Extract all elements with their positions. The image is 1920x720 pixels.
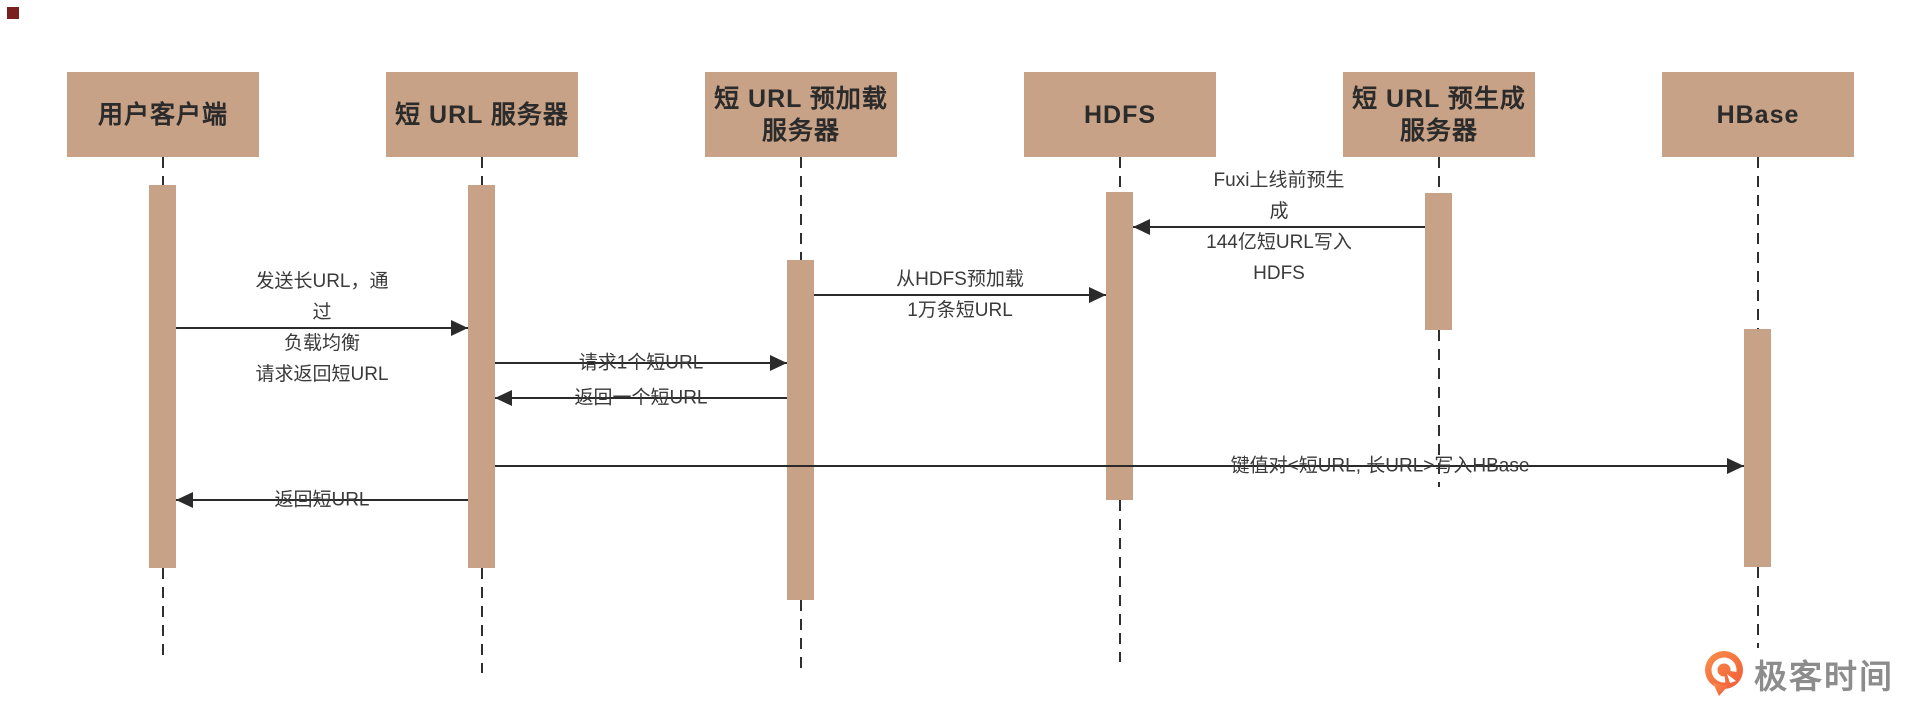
activation-bar-preload-server (787, 260, 814, 600)
message-label: 请求1个短URL (578, 352, 704, 374)
activation-bar-shorturl-server (468, 185, 495, 568)
participant-box-pregen-server: 短 URL 预生成 服务器 (1343, 72, 1535, 157)
lifeline-preload-server-top (800, 157, 802, 260)
message-label: 返回一个短URL (574, 387, 708, 409)
participant-box-hdfs: HDFS (1024, 72, 1216, 157)
message-label: 发送长URL，通过 负载均衡 请求返回短URL (255, 271, 389, 385)
arrowhead-right-icon (451, 320, 468, 336)
message-label: 键值对<短URL, 长URL>写入HBase (1230, 455, 1530, 477)
activation-bar-pregen-server (1425, 193, 1452, 330)
message-client-to-server: 发送长URL，通过 负载均衡 请求返回短URL (176, 271, 468, 385)
lifeline-hbase-top (1757, 157, 1759, 329)
message-pregen-to-hdfs: Fuxi上线前预生成 144亿短URL写入HDFS (1133, 170, 1425, 284)
arrowhead-right-icon (770, 355, 787, 371)
lifeline-hdfs-bottom (1119, 500, 1121, 662)
message-request-one-shorturl: 请求1个短URL (495, 353, 787, 374)
arrowhead-right-icon (1089, 287, 1106, 303)
lifeline-pregen-server-bottom (1438, 330, 1440, 487)
message-label: Fuxi上线前预生成 144亿短URL写入HDFS (1206, 170, 1352, 284)
arrowhead-left-icon (495, 390, 512, 406)
arrowhead-left-icon (176, 492, 193, 508)
lifeline-shorturl-server-top (481, 157, 483, 186)
activation-bar-hbase (1744, 329, 1771, 567)
arrowhead-left-icon (1133, 219, 1150, 235)
lifeline-hbase-bottom (1757, 567, 1759, 648)
geektime-pin-icon (1705, 651, 1743, 696)
activation-bar-user-client (149, 185, 176, 568)
corner-marker (7, 7, 19, 19)
participant-box-user-client: 用户客户端 (67, 72, 259, 157)
activation-bar-hdfs (1106, 192, 1133, 500)
lifeline-hdfs-top (1119, 157, 1121, 192)
participant-box-preload-server: 短 URL 预加载 服务器 (705, 72, 897, 157)
message-return-shorturl: 返回短URL (176, 490, 468, 511)
lifeline-shorturl-server-bottom (481, 568, 483, 673)
message-label: 从HDFS预加载 1万条短URL (896, 269, 1024, 321)
participant-box-hbase: HBase (1662, 72, 1854, 157)
message-label: 返回短URL (274, 489, 370, 511)
lifeline-user-client-bottom (162, 568, 164, 663)
message-preload-to-hdfs: 从HDFS预加载 1万条短URL (814, 269, 1106, 321)
participant-box-shorturl-server: 短 URL 服务器 (386, 72, 578, 157)
geektime-logo: 极客时间 (1703, 650, 1894, 698)
lifeline-user-client-top (162, 157, 164, 186)
message-write-hbase: 键值对<短URL, 长URL>写入HBase (495, 456, 1744, 477)
geektime-logo-text: 极客时间 (1754, 658, 1894, 695)
lifeline-pregen-server-top (1438, 157, 1440, 193)
arrowhead-right-icon (1727, 458, 1744, 474)
lifeline-preload-server-bottom (800, 600, 802, 668)
message-return-one-shorturl: 返回一个短URL (495, 388, 787, 409)
